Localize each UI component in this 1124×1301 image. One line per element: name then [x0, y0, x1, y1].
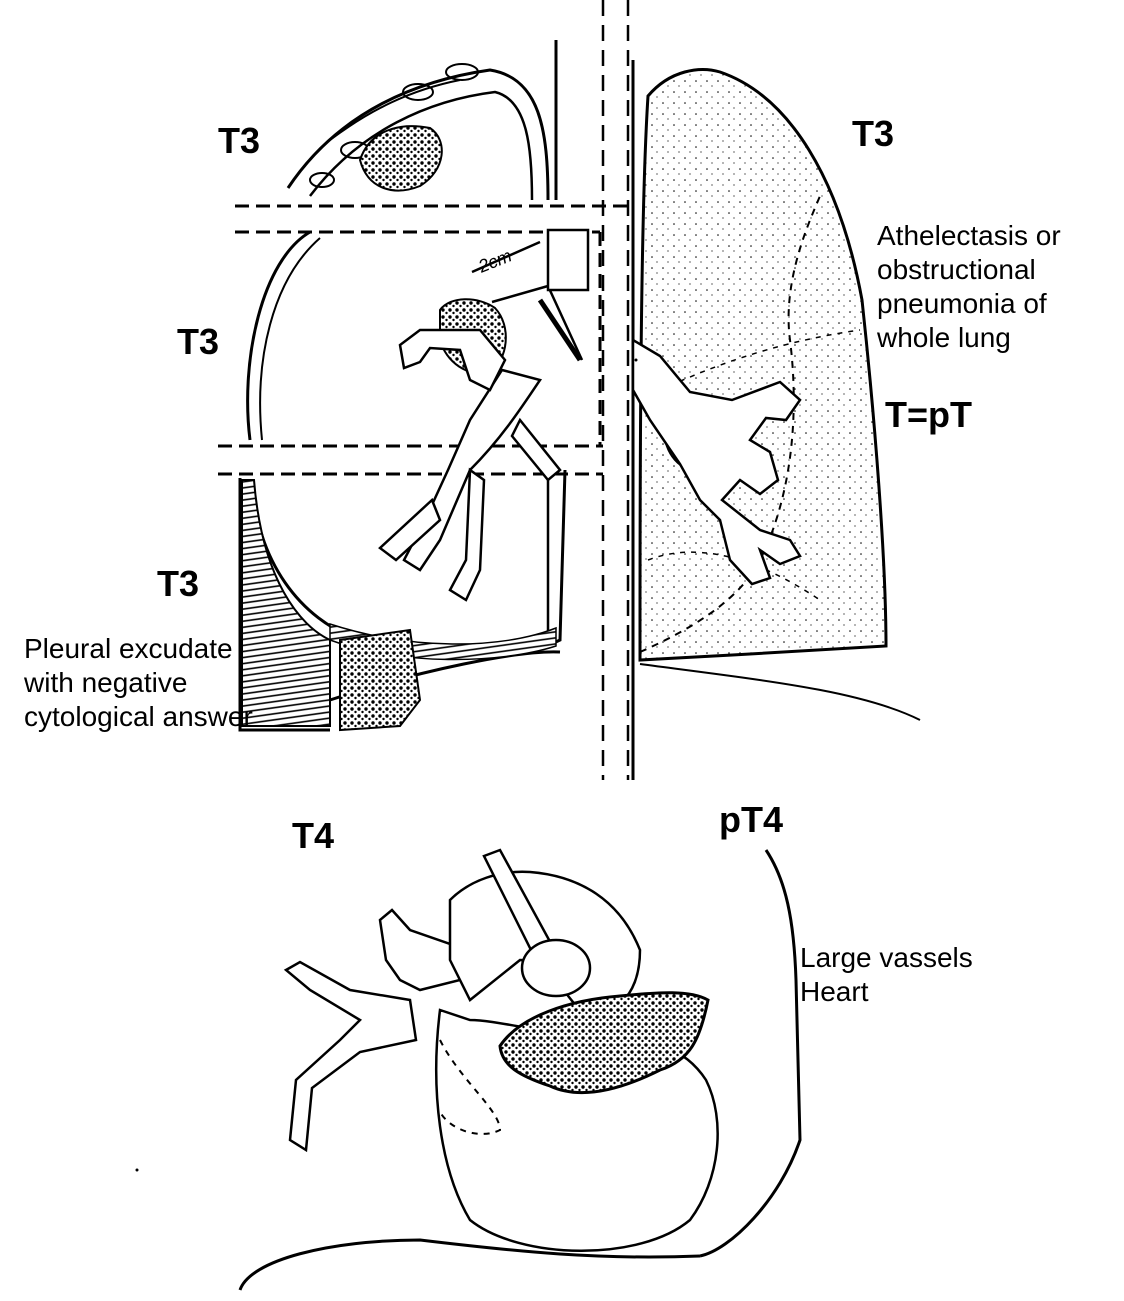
label-t4: T4 — [292, 815, 335, 856]
carina-distance-ruler — [471, 228, 590, 362]
label-pt4: pT4 — [719, 799, 784, 840]
label-t3-lower-left: T3 — [157, 563, 200, 604]
label-t-equals-pt: T=pT — [885, 394, 972, 435]
heart-and-great-vessels — [238, 848, 802, 1291]
left-bronchial-tree — [378, 328, 562, 602]
label-t3-right: T3 — [852, 113, 895, 154]
pleural-excudate-note: Pleural excudate with negative cytologic… — [24, 633, 253, 732]
pleural-effusion — [241, 479, 331, 727]
label-t3-mid-left: T3 — [177, 321, 220, 362]
right-lung — [638, 68, 888, 662]
scan-specks — [135, 358, 638, 1172]
large-vessels-note: Large vassels Heart — [800, 942, 973, 1007]
right-bronchial-tree — [631, 337, 802, 586]
atelectasis-note: Athelectasis or obstructional pneumonia … — [877, 220, 1061, 353]
label-t3-upper-left: T3 — [218, 120, 261, 161]
midline-trachea — [554, 0, 635, 780]
